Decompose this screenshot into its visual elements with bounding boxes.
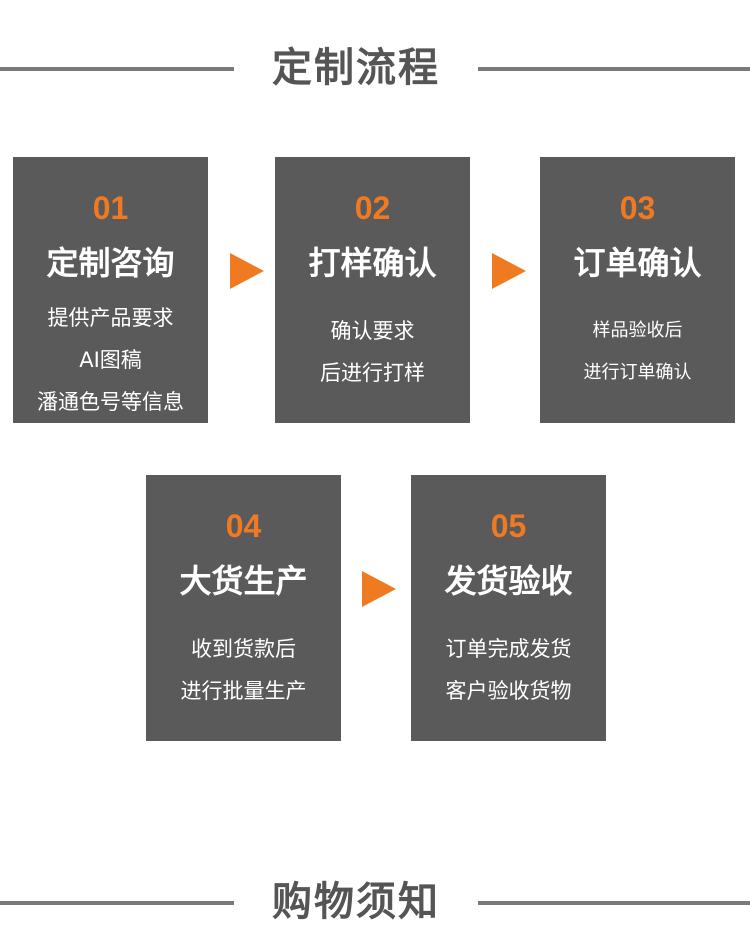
step-description-line: 提供产品要求 — [47, 306, 174, 330]
step-number: 04 — [225, 508, 262, 544]
step-card-delivery-acceptance: 05 发货验收 订单完成发货 客户验收货物 — [411, 475, 606, 741]
notice-section-title: 购物须知 — [272, 879, 440, 925]
notice-section-header: 购物须知 — [0, 872, 750, 932]
step-name: 大货生产 — [179, 562, 308, 600]
step-card-sample-confirmation: 02 打样确认 确认要求 后进行打样 — [275, 157, 470, 423]
process-section-title: 定制流程 — [272, 45, 440, 91]
step-description-line: 进行订单确认 — [583, 362, 692, 383]
step-number: 03 — [619, 190, 656, 226]
step-name: 发货验收 — [444, 562, 573, 600]
step-number: 01 — [92, 190, 129, 226]
step-card-order-confirmation: 03 订单确认 样品验收后 进行订单确认 — [540, 157, 735, 423]
step-name: 订单确认 — [573, 244, 702, 282]
step-name: 定制咨询 — [46, 244, 175, 282]
header-divider-right — [478, 901, 750, 905]
step-description-line: 客户验收货物 — [445, 679, 572, 703]
step-description-line: AI图稿 — [79, 348, 142, 372]
arrow-right-icon — [230, 253, 264, 289]
header-divider-right — [478, 67, 750, 71]
step-description-line: 进行批量生产 — [180, 679, 307, 703]
step-description: 提供产品要求 AI图稿 潘通色号等信息 — [13, 297, 208, 423]
arrow-right-icon — [492, 253, 526, 289]
step-number: 05 — [490, 508, 527, 544]
step-description: 收到货款后 进行批量生产 — [146, 628, 341, 712]
step-description-line: 潘通色号等信息 — [37, 390, 184, 414]
header-divider-left — [0, 67, 234, 71]
step-description-line: 确认要求 — [330, 319, 415, 343]
step-description: 样品验收后 进行订单确认 — [540, 310, 735, 394]
step-card-consultation: 01 定制咨询 提供产品要求 AI图稿 潘通色号等信息 — [13, 157, 208, 423]
step-description-line: 后进行打样 — [320, 361, 425, 385]
arrow-right-icon — [362, 571, 396, 607]
step-card-mass-production: 04 大货生产 收到货款后 进行批量生产 — [146, 475, 341, 741]
step-name: 打样确认 — [308, 244, 437, 282]
process-section-header: 定制流程 — [0, 38, 750, 98]
step-description-line: 样品验收后 — [592, 320, 683, 341]
header-divider-left — [0, 901, 234, 905]
step-description: 订单完成发货 客户验收货物 — [411, 628, 606, 712]
step-description: 确认要求 后进行打样 — [275, 310, 470, 394]
step-description-line: 收到货款后 — [191, 637, 296, 661]
step-number: 02 — [354, 190, 391, 226]
step-description-line: 订单完成发货 — [445, 637, 572, 661]
